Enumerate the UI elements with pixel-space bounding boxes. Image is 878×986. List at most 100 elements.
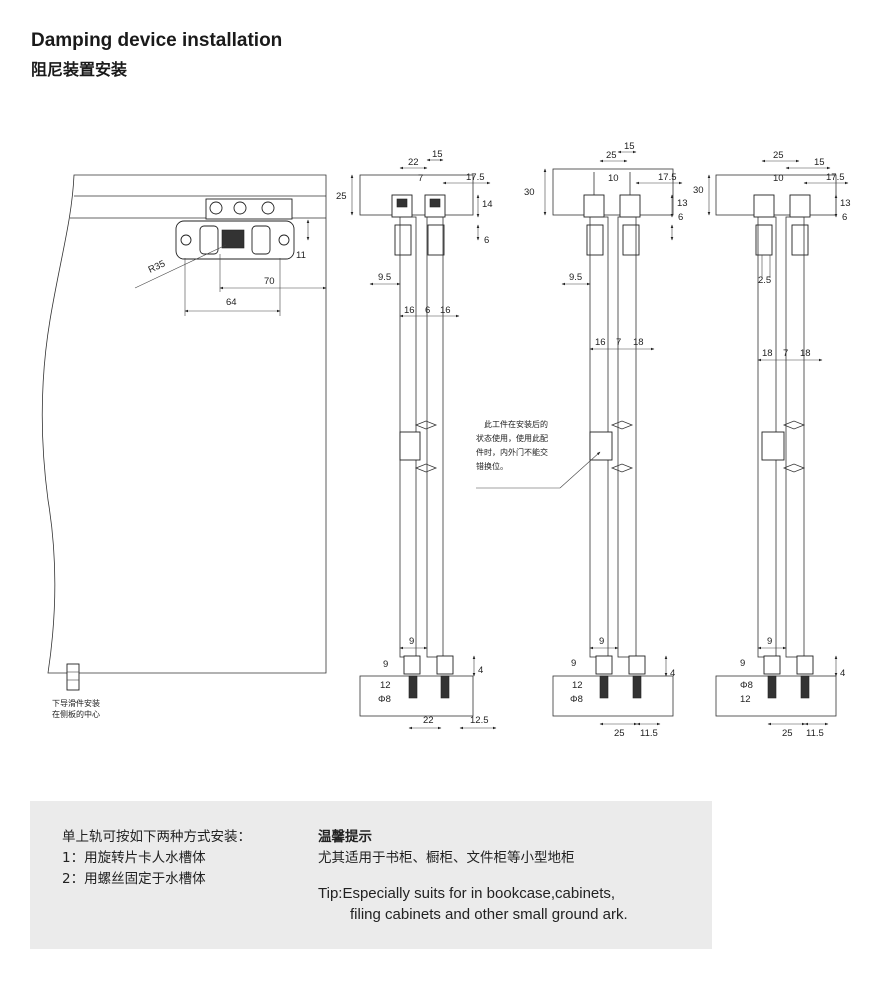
bottom-guide: [66, 663, 80, 691]
screw: [593, 172, 631, 195]
svg-text:4: 4: [478, 665, 483, 676]
bottom-pin: [800, 675, 810, 699]
installation-drawing: R35 11 70 64 下导滑件安装 在侧板的中心: [41, 141, 851, 739]
svg-text:25: 25: [782, 728, 793, 739]
svg-text:错换位。: 错换位。: [476, 461, 508, 471]
svg-text:9: 9: [571, 658, 576, 669]
hanger-inner: [753, 194, 775, 218]
svg-text:9: 9: [409, 636, 414, 647]
svg-text:10: 10: [608, 173, 619, 184]
hanger-body: [755, 224, 773, 256]
svg-text:7: 7: [616, 337, 621, 348]
install-methods-heading: 单上轨可按如下两种方式安装：: [62, 829, 251, 845]
page-title-chinese: 阻尼装置安装: [31, 60, 128, 79]
top-rail: [359, 174, 474, 216]
bottom-guide-outer: [436, 655, 454, 675]
svg-text:12: 12: [380, 680, 391, 691]
svg-text:9.5: 9.5: [569, 272, 582, 283]
svg-text:15: 15: [432, 149, 443, 160]
svg-text:30: 30: [524, 187, 535, 198]
svg-text:17.5: 17.5: [466, 172, 485, 183]
svg-text:25: 25: [606, 150, 617, 161]
svg-text:12: 12: [740, 694, 751, 705]
door-outer: [426, 216, 444, 658]
svg-text:18: 18: [762, 348, 773, 359]
svg-text:9: 9: [767, 636, 772, 647]
svg-text:16: 16: [440, 305, 451, 316]
svg-text:4: 4: [670, 668, 675, 679]
guide-note-line2: 在侧板的中心: [52, 709, 100, 719]
usage-tip: 温馨提示 尤其适用于书柜、橱柜、文件柜等小型地柜 Tip:Especially …: [318, 827, 628, 925]
hanger-body: [622, 224, 640, 256]
screw: [610, 420, 634, 473]
svg-text:13: 13: [677, 198, 688, 209]
dim-line-r35: [134, 244, 227, 289]
cabinet-outline: [41, 174, 327, 674]
dim-64: 64: [226, 297, 237, 308]
tip-english-line2: filing cabinets and other small ground a…: [350, 906, 628, 923]
bottom-guide-inner: [595, 655, 613, 675]
bottom-guide-inner: [403, 655, 421, 675]
svg-text:18: 18: [800, 348, 811, 359]
page-title: Damping device installation: [31, 30, 283, 51]
svg-text:25: 25: [614, 728, 625, 739]
svg-text:9: 9: [599, 636, 604, 647]
bottom-guide-outer: [796, 655, 814, 675]
hanger-body: [427, 224, 445, 256]
hanger-body: [586, 224, 604, 256]
hanger-outer: [619, 194, 641, 218]
section-b: 25 15 10 17.5 30 13 6 9.5 16 7 18 此工件在安装…: [476, 141, 688, 739]
section-a: 22 15 7 17.5 25 14 6 9.5 16 6 16 9 9 12 …: [336, 149, 497, 730]
svg-text:4: 4: [840, 668, 845, 679]
bottom-pin: [599, 675, 609, 699]
damper-block: [589, 431, 613, 461]
hanger-roller: [396, 198, 408, 208]
svg-text:Φ8: Φ8: [740, 680, 753, 691]
svg-text:16: 16: [595, 337, 606, 348]
install-methods: 单上轨可按如下两种方式安装： 1：用旋转片卡人水槽体 2：用螺丝固定于水槽体: [62, 827, 251, 890]
svg-text:2.5: 2.5: [758, 275, 771, 286]
svg-text:22: 22: [423, 715, 434, 726]
svg-text:18: 18: [633, 337, 644, 348]
left-side-view: R35 11 70 64 下导滑件安装 在侧板的中心: [41, 174, 327, 719]
hanger-body: [791, 224, 809, 256]
svg-text:15: 15: [814, 157, 825, 168]
screw: [414, 420, 438, 473]
hanger-hole: [278, 234, 290, 246]
installation-note: 此工件在安装后的 状态使用，使用此配 件时，内外门不能交 错换位。: [476, 419, 601, 489]
svg-text:17.5: 17.5: [658, 172, 677, 183]
dim-70: 70: [264, 276, 275, 287]
svg-text:12: 12: [572, 680, 583, 691]
guide-note-line1: 下导滑件安装: [52, 698, 100, 708]
hanger-block: [221, 229, 245, 249]
door-outer: [785, 216, 805, 658]
svg-text:此工件在安装后的: 此工件在安装后的: [484, 419, 548, 429]
hanger-slot: [199, 225, 219, 255]
hanger-roller: [429, 198, 441, 208]
hanger-outer: [789, 194, 811, 218]
roller-wheel: [233, 201, 247, 215]
svg-text:Φ8: Φ8: [570, 694, 583, 705]
section-c: 25 15 10 17.5 30 13 6 2.5 18 7 18 9 9 Φ8…: [693, 150, 851, 739]
svg-text:17.5: 17.5: [826, 172, 845, 183]
dim-11: 11: [296, 250, 306, 261]
svg-text:9: 9: [383, 659, 388, 670]
svg-text:6: 6: [842, 212, 847, 223]
svg-text:6: 6: [484, 235, 489, 246]
svg-text:6: 6: [425, 305, 430, 316]
bottom-guide-inner: [763, 655, 781, 675]
svg-text:13: 13: [840, 198, 851, 209]
svg-text:9.5: 9.5: [378, 272, 391, 283]
screw: [782, 420, 806, 473]
svg-text:11.5: 11.5: [640, 728, 658, 739]
tip-chinese: 尤其适用于书柜、橱柜、文件柜等小型地柜: [318, 850, 575, 866]
svg-text:10: 10: [773, 173, 784, 184]
hanger-inner: [583, 194, 605, 218]
bottom-rail: [552, 675, 674, 717]
hanger-slot: [251, 225, 271, 255]
bottom-pin: [632, 675, 642, 699]
svg-text:30: 30: [693, 185, 704, 196]
svg-text:25: 25: [336, 191, 347, 202]
svg-text:6: 6: [678, 212, 683, 223]
roller-wheel: [209, 201, 223, 215]
